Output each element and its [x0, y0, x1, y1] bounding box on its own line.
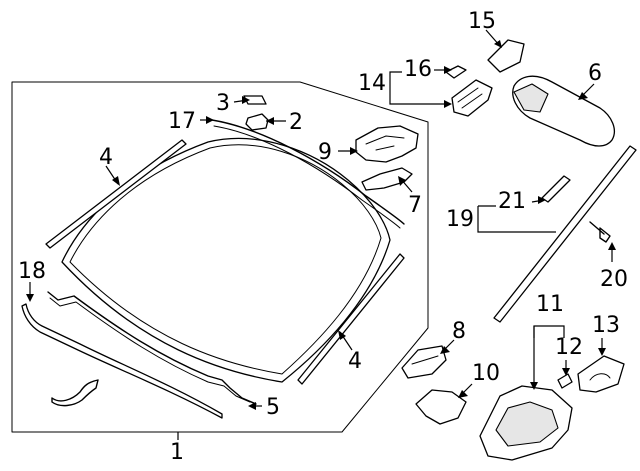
callout-16: 16 — [404, 57, 432, 82]
callout-20: 20 — [600, 267, 628, 292]
windshield-glass[interactable] — [61, 137, 391, 383]
callout-11: 11 — [536, 292, 564, 317]
callout-13: 13 — [592, 313, 620, 338]
callout-8: 8 — [452, 319, 466, 344]
callout-19: 19 — [446, 207, 474, 232]
windshield-group-frame — [11, 81, 429, 433]
callout-12: 12 — [555, 335, 583, 360]
trim-piece-21[interactable] — [541, 175, 571, 203]
upper-molding[interactable] — [211, 119, 405, 225]
pad-16[interactable] — [445, 65, 467, 79]
callout-4a: 4 — [99, 145, 113, 170]
windshield-glass-inner-edge — [69, 144, 382, 375]
sensor-14[interactable] — [451, 79, 493, 117]
nut-2[interactable] — [245, 113, 269, 131]
cover-15[interactable] — [487, 39, 525, 73]
callout-14: 14 — [358, 71, 386, 96]
harness-clip[interactable] — [51, 379, 99, 407]
callout-5: 5 — [266, 395, 280, 420]
callout-17: 17 — [168, 109, 196, 134]
pillar-trim-19[interactable] — [493, 145, 637, 323]
callout-10: 10 — [472, 361, 500, 386]
callout-21: 21 — [498, 189, 526, 214]
callout-1: 1 — [170, 440, 184, 465]
callout-4b: 4 — [348, 349, 362, 374]
callout-2: 2 — [289, 110, 303, 135]
side-molding-right[interactable] — [297, 253, 405, 385]
bracket-8[interactable] — [401, 345, 447, 379]
callout-9: 9 — [318, 140, 332, 165]
callout-18: 18 — [18, 259, 46, 284]
callout-6: 6 — [588, 61, 602, 86]
screw-20[interactable] — [589, 221, 611, 243]
callout-3: 3 — [216, 91, 230, 116]
bracket-10[interactable] — [415, 389, 467, 425]
lower-molding[interactable] — [47, 291, 257, 405]
clip-12[interactable] — [557, 373, 573, 389]
bracket-7[interactable] — [361, 167, 413, 191]
callout-7: 7 — [408, 193, 422, 218]
cowl-seal[interactable] — [21, 303, 223, 419]
bracket-9[interactable] — [355, 125, 419, 163]
callout-15: 15 — [468, 9, 496, 34]
side-molding-left[interactable] — [45, 139, 187, 249]
